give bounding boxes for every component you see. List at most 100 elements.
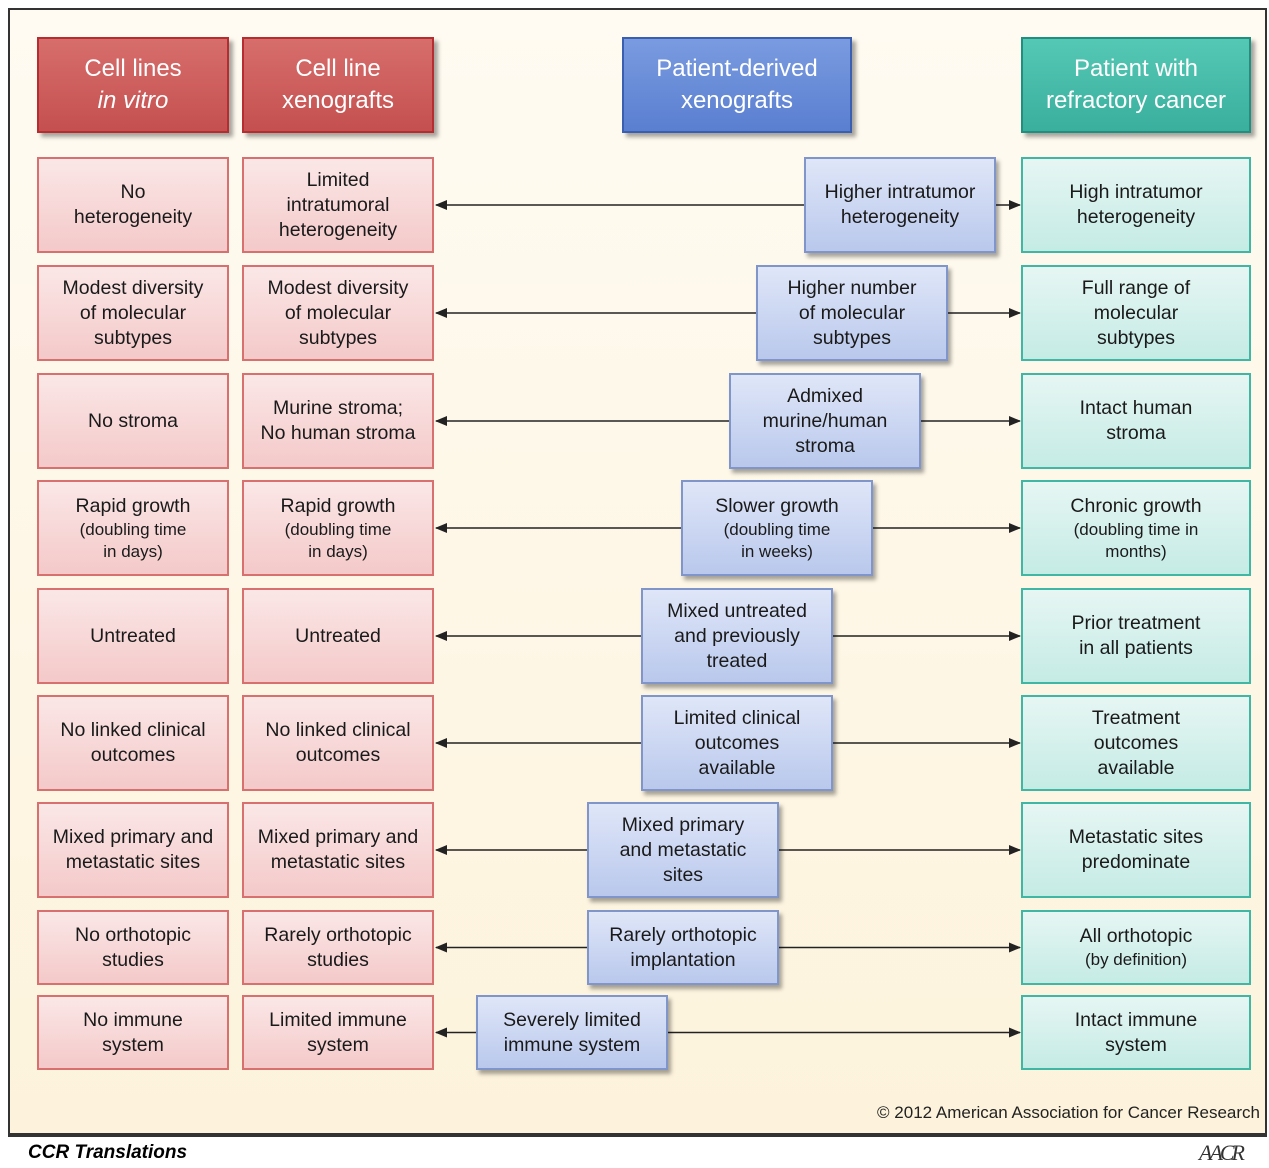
cell-line-xenograft-box-line: intratumoral	[286, 193, 390, 216]
cell-line-xenograft-box: Mixed primary and metastatic sites	[242, 802, 434, 898]
pdx-box-line: available	[698, 756, 776, 779]
pdx-box-line: sites	[662, 863, 704, 886]
header-patient-line2: refractory cancer	[1045, 87, 1227, 114]
cell-lines-box-line: outcomes	[90, 744, 176, 766]
pdx-box-line: Limited clinical	[673, 706, 801, 729]
aacr-logo: AACR	[1199, 1140, 1245, 1165]
pdx-box-line: Higher intratumor	[824, 181, 976, 203]
cell-lines-box-line: Modest diversity	[62, 276, 204, 299]
cell-lines-box-line: metastatic sites	[65, 851, 201, 873]
patient-box-line: Metastatic sites	[1068, 826, 1204, 848]
patient-box-subline: (doubling time in	[1073, 519, 1199, 539]
cell-line-xenograft-box-subline: in days)	[308, 541, 368, 561]
pdx-box-line: Higher number	[787, 276, 917, 299]
patient-box-line: in all patients	[1079, 637, 1193, 659]
cell-lines-box-subline: (doubling time	[79, 519, 187, 539]
cell-lines-box: No heterogeneity	[37, 157, 229, 253]
pdx-box-line: heterogeneity	[840, 206, 960, 228]
header-cell-lines-line2: in vitro	[97, 87, 169, 114]
pdx-box-line: immune system	[503, 1033, 641, 1056]
pdx-box-line: and metastatic	[619, 838, 747, 861]
pdx-box-line: and previously	[674, 624, 800, 647]
patient-box-line: predominate	[1081, 851, 1191, 873]
cell-lines-box-subline: in days)	[103, 541, 163, 561]
header-cell-line-xenografts-line2: xenografts	[281, 87, 395, 114]
header-cell-lines-line1: Cell lines	[84, 55, 182, 82]
patient-box-line: outcomes	[1093, 731, 1179, 754]
cell-lines-box-line: studies	[102, 948, 164, 971]
header-patient-refractory-cancer: Patient with refractory cancer	[1021, 37, 1251, 133]
patient-box-line: All orthotopic	[1079, 925, 1193, 947]
patient-box-line: Intact human	[1079, 397, 1193, 419]
pdx-box-line: Mixed untreated	[667, 599, 807, 622]
patient-box-line: heterogeneity	[1076, 206, 1196, 228]
cell-line-xenograft-box-line: Mixed primary and	[257, 826, 419, 848]
cell-lines-box: No stroma	[37, 373, 229, 469]
patient-box-line: subtypes	[1096, 326, 1176, 349]
header-patient-derived-xenografts: Patient-derived xenografts	[622, 37, 852, 133]
patient-box-line: Treatment	[1091, 706, 1181, 729]
cell-lines-box-line: subtypes	[93, 326, 173, 349]
pdx-box-line: Slower growth	[715, 494, 839, 517]
cell-line-xenograft-box-line: No human stroma	[260, 422, 416, 444]
pdx-box-line: treated	[706, 649, 768, 672]
cell-lines-box-line: No orthotopic	[75, 923, 191, 946]
footer-title: CCR Translations	[28, 1142, 188, 1163]
cell-lines-box: Untreated	[37, 588, 229, 684]
cell-lines-box-line: No	[120, 181, 146, 203]
pdx-box-line: stroma	[795, 434, 855, 457]
cell-line-xenograft-box: Untreated	[242, 588, 434, 684]
cell-lines-box: No linked clinical outcomes	[37, 695, 229, 791]
patient-box: Prior treatment in all patients	[1021, 588, 1251, 684]
cell-line-xenograft-box-line: Rapid growth	[280, 494, 396, 517]
cell-line-xenograft-box-line: Modest diversity	[267, 276, 409, 299]
header-cell-line-xenografts-line1: Cell line	[295, 55, 381, 82]
pdx-box-line: subtypes	[812, 326, 892, 349]
cell-line-xenograft-box-line: Murine stroma;	[272, 397, 404, 419]
patient-box: All orthotopic(by definition)	[1021, 910, 1251, 985]
pdx-box-line: Severely limited	[503, 1008, 641, 1031]
pdx-box-line: of molecular	[798, 301, 906, 324]
cell-line-xenograft-box-line: No linked clinical	[265, 719, 411, 741]
patient-box: Metastatic sites predominate	[1021, 802, 1251, 898]
patient-box-line: Chronic growth	[1070, 494, 1202, 517]
cell-line-xenograft-box-line: of molecular	[284, 301, 392, 324]
cell-line-xenograft-box-line: Rarely orthotopic	[264, 923, 412, 946]
cell-lines-box-line: No linked clinical	[60, 719, 206, 741]
patient-box-line: molecular	[1093, 301, 1179, 324]
patient-box-line: High intratumor	[1069, 181, 1203, 203]
patient-box-line: stroma	[1106, 422, 1166, 444]
cell-lines-box-line: Untreated	[90, 624, 176, 647]
header-patient-line1: Patient with	[1073, 55, 1199, 82]
patient-box-subline: months)	[1105, 541, 1167, 561]
cell-line-xenograft-box-line: system	[307, 1033, 369, 1056]
cell-line-xenograft-box-line: metastatic sites	[270, 851, 406, 873]
patient-box-line: system	[1105, 1033, 1167, 1056]
patient-box-line: Prior treatment	[1071, 612, 1201, 634]
cell-line-xenograft-box-line: Limited	[306, 168, 370, 191]
patient-box-line: available	[1097, 756, 1175, 779]
patient-box: Intact human stroma	[1021, 373, 1251, 469]
pdx-box-line: Admixed	[787, 384, 863, 407]
pdx-box-line: murine/human	[762, 409, 888, 432]
cell-line-xenograft-box-line: studies	[307, 948, 369, 971]
cell-lines-box-line: heterogeneity	[73, 206, 193, 228]
pdx-box-subline: (doubling time	[723, 519, 831, 539]
patient-box-line: Intact immune	[1074, 1008, 1198, 1031]
